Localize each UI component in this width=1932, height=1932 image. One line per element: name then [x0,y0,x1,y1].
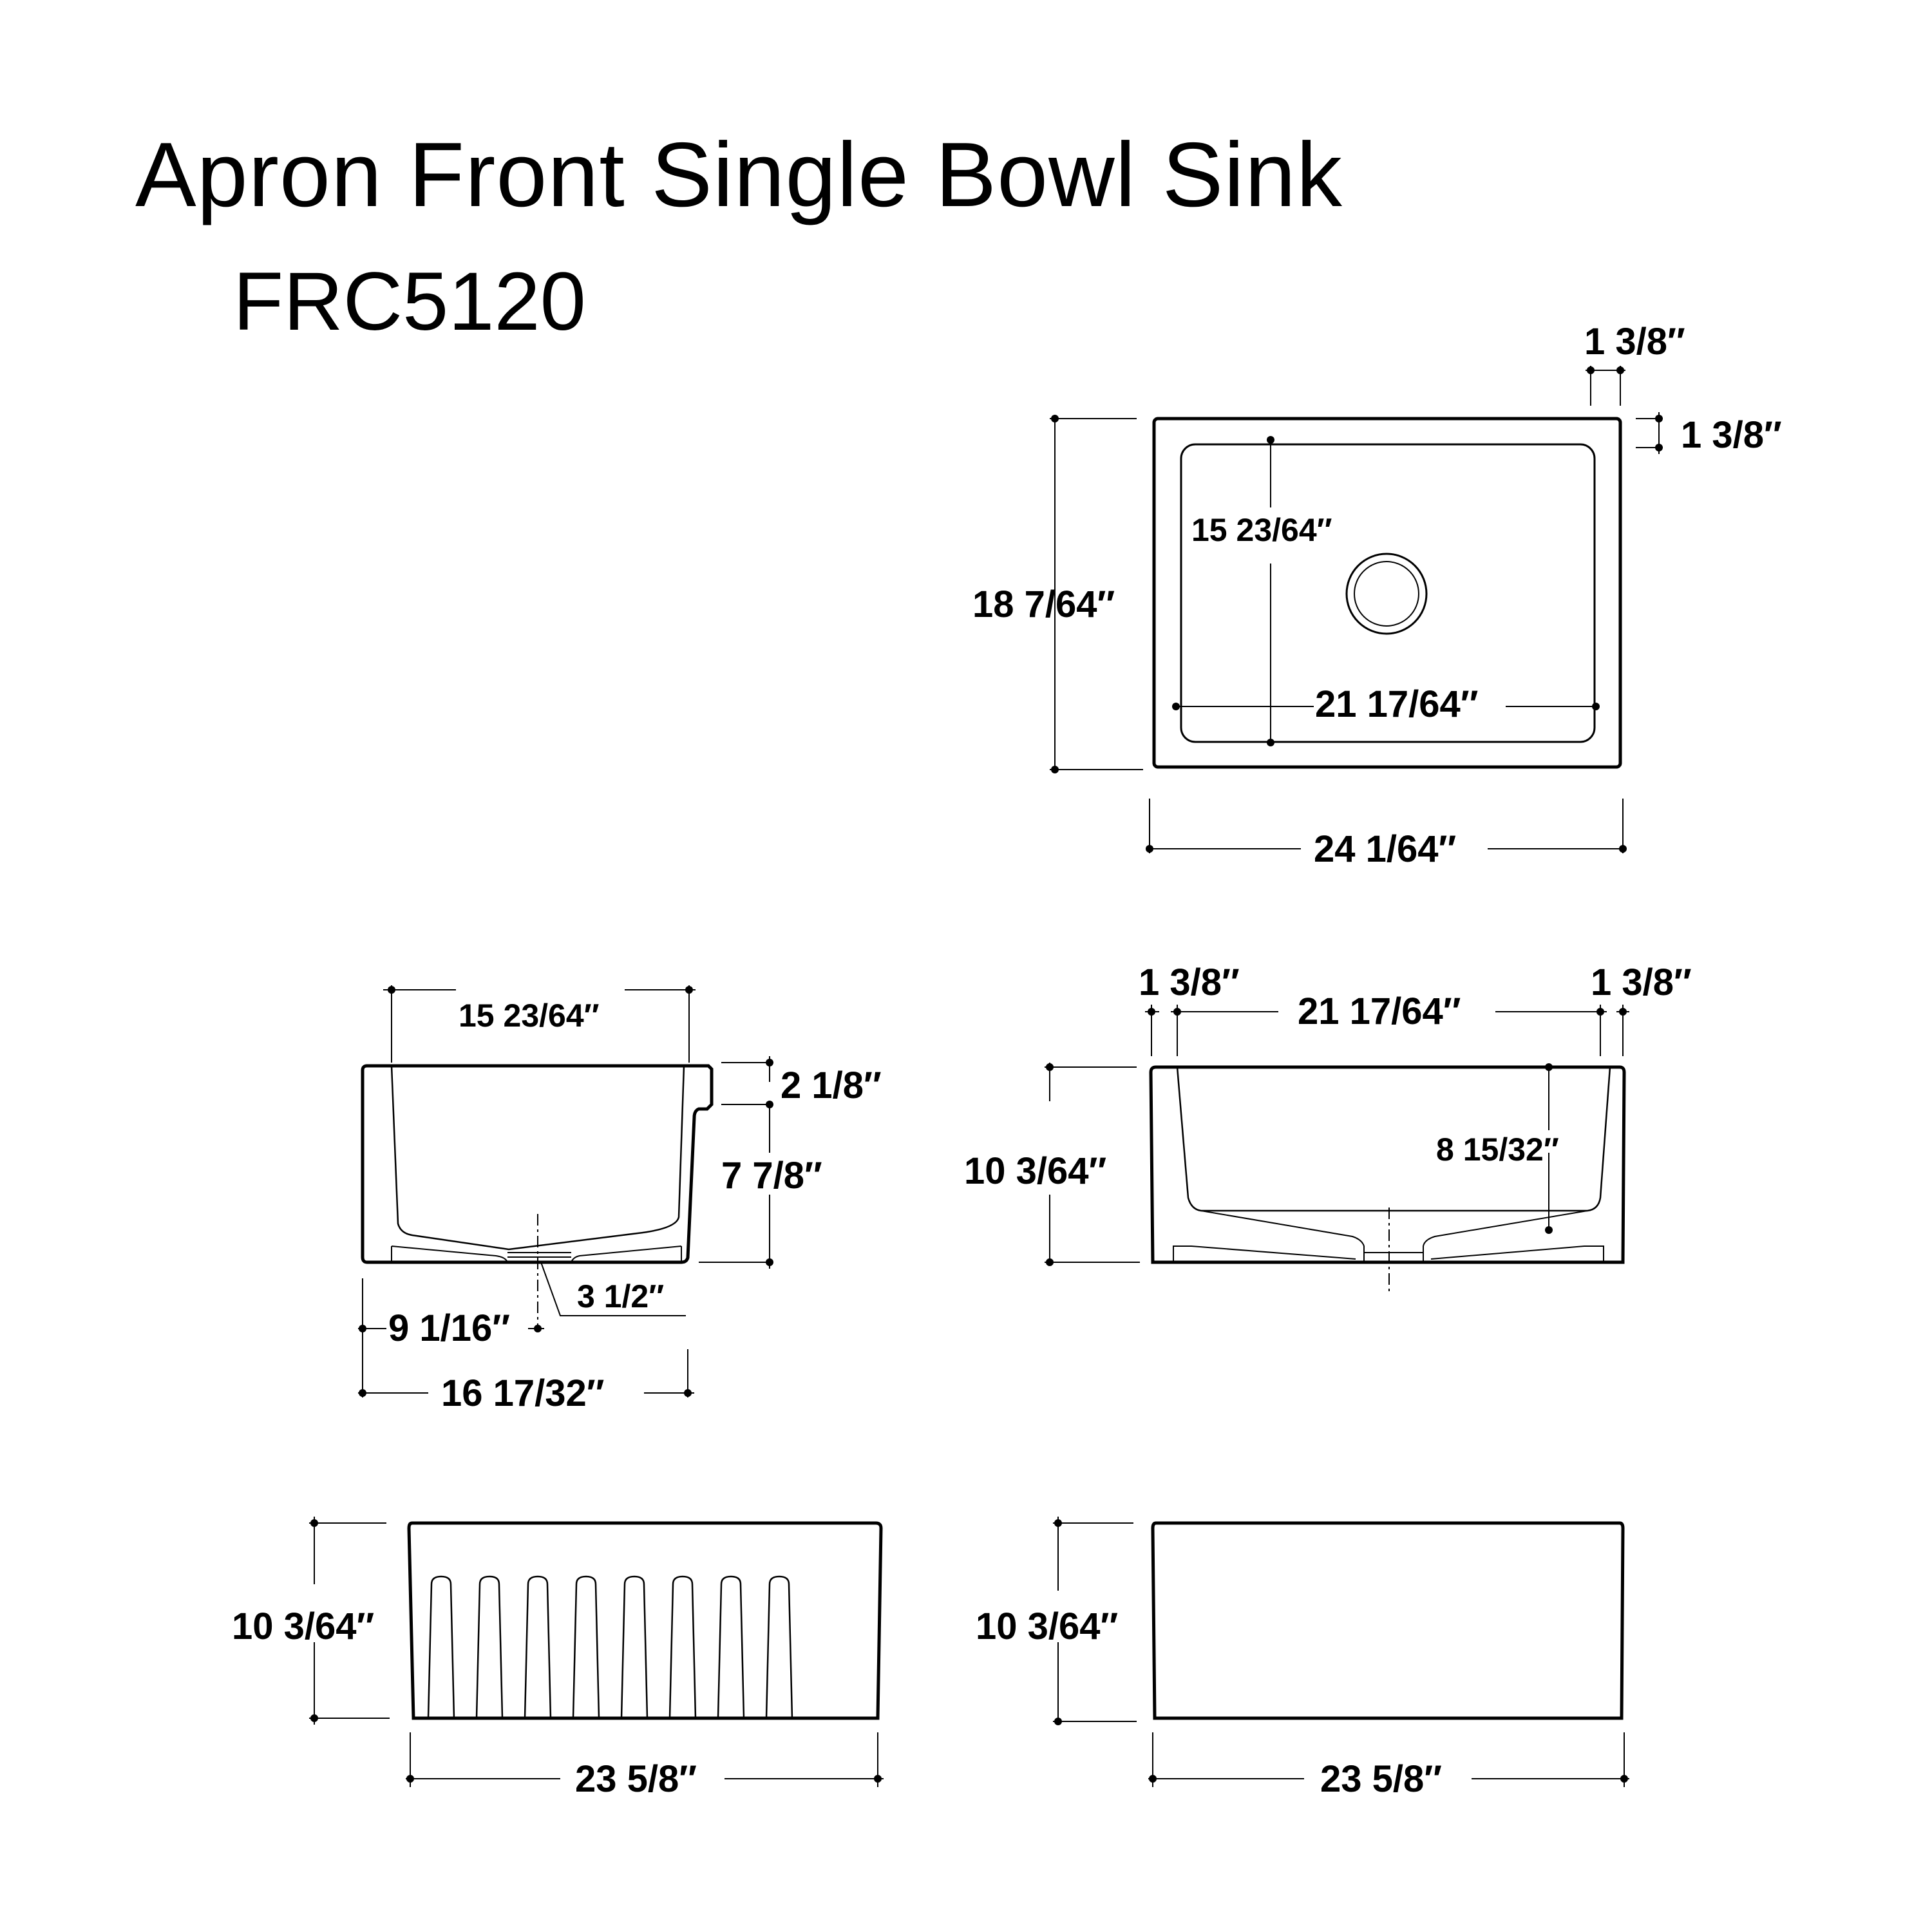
drain-icon [1345,553,1428,635]
top-rim-right-label: 1 3/8″ [1584,321,1685,363]
front-overall-height-label: 10 3/64″ [964,1150,1106,1192]
front-bowl-height-label: 8 15/32″ [1436,1132,1559,1168]
side-drain-offset-label: 9 1/16″ [388,1307,510,1349]
plain-height-label: 10 3/64″ [976,1605,1118,1647]
plain-front-view [1053,1517,1629,1787]
flute-grooves [427,1575,793,1719]
side-bowl-depth-label: 15 23/64″ [459,998,600,1034]
side-bowl-height-label: 7 7/8″ [721,1155,822,1197]
side-apron-lip-label: 2 1/8″ [781,1065,882,1106]
top-bowl-width-label: 21 17/64″ [1315,683,1479,725]
top-overall-width-label: 24 1/64″ [1314,828,1456,870]
model-number: FRC5120 [233,256,586,348]
front-section-view [1045,1005,1629,1294]
front-bowl-width-label: 21 17/64″ [1298,990,1461,1032]
plain-width-label: 23 5/8″ [1320,1758,1442,1800]
side-drain-dia-label: 3 1/2″ [577,1278,664,1314]
side-overall-depth-label: 16 17/32″ [441,1372,605,1414]
top-view [1050,366,1663,853]
top-bowl-depth-label: 15 23/64″ [1191,512,1332,548]
fluted-width-label: 23 5/8″ [575,1758,697,1800]
fluted-height-label: 10 3/64″ [232,1605,374,1647]
front-rim-right-label: 1 3/8″ [1591,961,1692,1003]
front-rim-left-label: 1 3/8″ [1139,961,1240,1003]
fluted-front-view [309,1517,884,1787]
side-section-view [358,985,773,1397]
page-title: Apron Front Single Bowl Sink [135,124,1343,226]
top-overall-depth-label: 18 7/64″ [972,583,1115,625]
top-rim-top-label: 1 3/8″ [1681,414,1782,456]
